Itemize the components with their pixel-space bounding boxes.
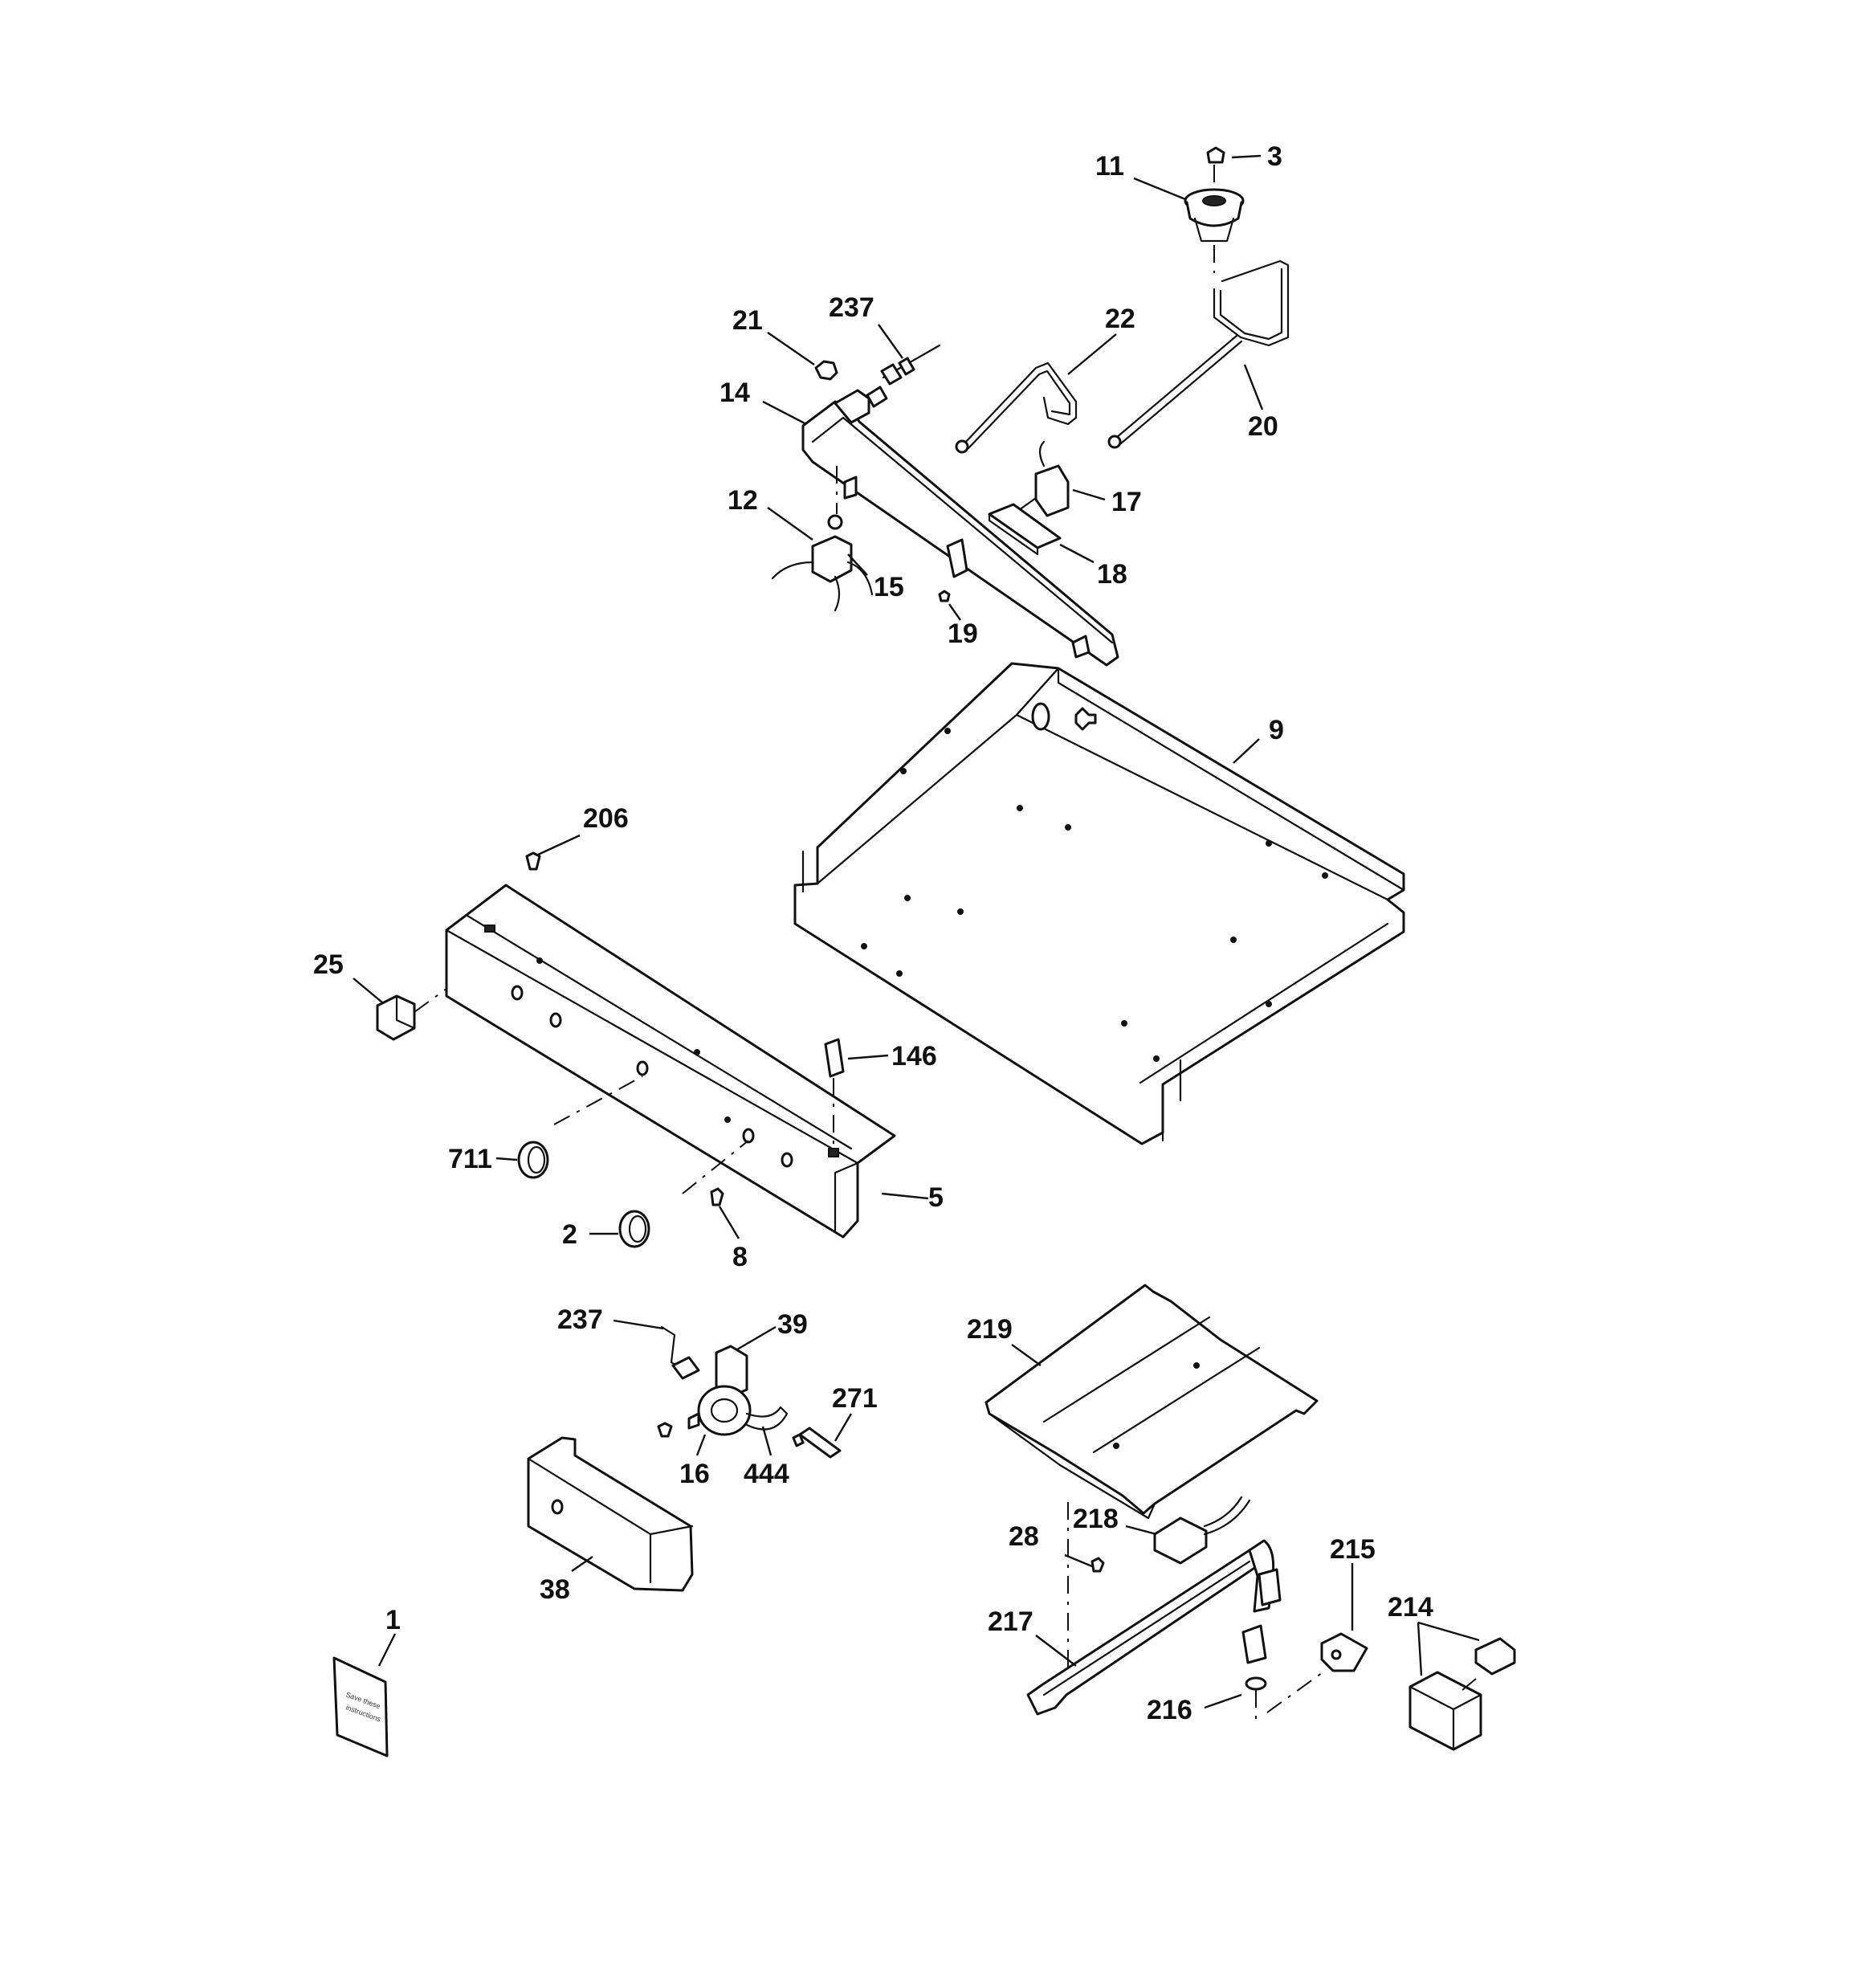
part-2-knob bbox=[618, 1140, 749, 1248]
callout-237-upper: 237 bbox=[829, 292, 874, 323]
callout-11: 11 bbox=[1095, 151, 1124, 182]
part-14-manifold bbox=[801, 386, 1119, 667]
part-17-igniter bbox=[1012, 440, 1070, 517]
part-21-nut bbox=[814, 360, 838, 381]
callout-8: 8 bbox=[732, 1242, 748, 1272]
callout-18: 18 bbox=[1097, 559, 1127, 590]
callout-271: 271 bbox=[832, 1383, 878, 1414]
part-146-clip bbox=[824, 1038, 845, 1157]
callout-12: 12 bbox=[728, 485, 758, 516]
callout-28: 28 bbox=[1009, 1521, 1039, 1552]
part-214-valve bbox=[1408, 1637, 1516, 1751]
callout-15: 15 bbox=[874, 572, 904, 602]
callout-215: 215 bbox=[1330, 1534, 1376, 1565]
part-206-screw bbox=[525, 851, 541, 871]
callout-17: 17 bbox=[1111, 487, 1142, 517]
part-215-bracket bbox=[1266, 1632, 1368, 1713]
part-444-tube bbox=[745, 1406, 789, 1431]
callout-711: 711 bbox=[448, 1144, 492, 1174]
callout-22: 22 bbox=[1105, 304, 1135, 334]
callout-38: 38 bbox=[540, 1574, 570, 1605]
part-screw-near-16 bbox=[657, 1422, 673, 1438]
part-217-burner bbox=[1026, 1539, 1282, 1716]
callout-3: 3 bbox=[1267, 141, 1282, 172]
part-5-control-panel bbox=[445, 884, 896, 1239]
callout-39: 39 bbox=[777, 1309, 808, 1340]
part-19-screw bbox=[938, 590, 951, 602]
part-1-document: Save these instructions bbox=[332, 1656, 389, 1757]
callout-2: 2 bbox=[562, 1219, 577, 1250]
part-18-bracket bbox=[988, 503, 1062, 556]
part-22-gas-tube bbox=[955, 361, 1078, 454]
part-8-screw bbox=[710, 1187, 724, 1206]
callout-1: 1 bbox=[385, 1605, 401, 1635]
leader-lines bbox=[353, 154, 1480, 1709]
part-16-valve-body bbox=[687, 1385, 752, 1436]
callout-25: 25 bbox=[313, 949, 344, 980]
callout-21: 21 bbox=[732, 305, 763, 336]
part-25-switch bbox=[376, 986, 450, 1041]
callout-206: 206 bbox=[583, 803, 629, 834]
part-218-igniter bbox=[1153, 1496, 1251, 1565]
callout-14: 14 bbox=[720, 378, 750, 408]
callout-5: 5 bbox=[928, 1182, 944, 1213]
callout-labels: 3 11 237 21 22 20 14 17 12 18 15 19 9 20… bbox=[313, 141, 1433, 1725]
part-711-knob bbox=[517, 1076, 643, 1179]
callout-216: 216 bbox=[1147, 1695, 1192, 1725]
callout-217: 217 bbox=[988, 1606, 1033, 1637]
callout-9: 9 bbox=[1269, 715, 1284, 745]
callout-237-lower: 237 bbox=[557, 1304, 603, 1335]
part-237-orifice-lower bbox=[660, 1325, 700, 1380]
part-28-screw bbox=[1067, 1502, 1105, 1679]
part-237-orifice-upper bbox=[880, 344, 941, 386]
part-216-orifice-holder bbox=[1241, 1624, 1267, 1719]
part-38-shield bbox=[527, 1436, 694, 1592]
callout-214: 214 bbox=[1388, 1592, 1433, 1623]
part-9-burner-box bbox=[793, 662, 1405, 1145]
part-11-burner-cap bbox=[1184, 165, 1245, 273]
callout-146: 146 bbox=[891, 1041, 937, 1072]
part-219-plate bbox=[984, 1284, 1319, 1520]
callout-218: 218 bbox=[1073, 1504, 1119, 1534]
callout-20: 20 bbox=[1248, 411, 1278, 442]
callout-16: 16 bbox=[679, 1459, 710, 1489]
part-3-screw bbox=[1206, 146, 1225, 164]
part-20-gas-tube bbox=[1107, 259, 1290, 449]
callout-19: 19 bbox=[948, 618, 978, 649]
part-15-valve bbox=[771, 535, 874, 612]
callout-444: 444 bbox=[744, 1459, 789, 1489]
callout-219: 219 bbox=[967, 1314, 1013, 1345]
part-12-fitting bbox=[827, 466, 843, 530]
part-271-orifice bbox=[792, 1427, 842, 1459]
